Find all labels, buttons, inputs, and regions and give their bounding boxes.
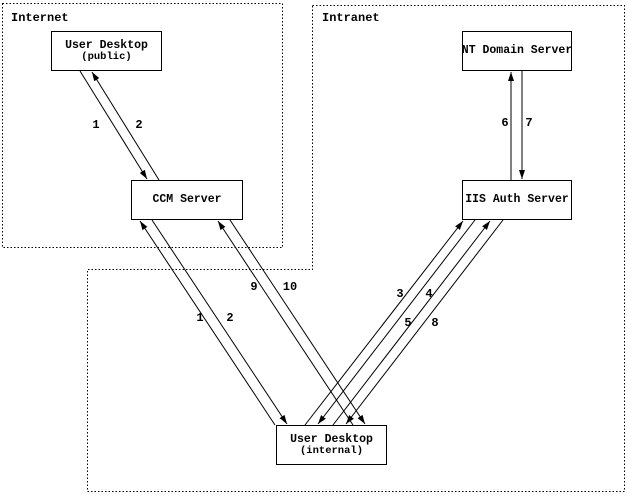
step-label-2-internal: 2 (226, 311, 234, 325)
node-user-desktop-internal: User Desktop (internal) (276, 425, 387, 465)
step-label-3: 3 (396, 287, 404, 301)
node-nt-domain-server: NT Domain Server (462, 31, 572, 71)
arrow-4-iis-to-internal-desktop (317, 219, 476, 425)
intranet-region-outline (87, 5, 625, 492)
node-title: CCM Server (152, 193, 222, 206)
step-label-7: 7 (525, 116, 533, 130)
arrow-2-ccm-to-public-desktop (91, 71, 160, 181)
node-title: User Desktop (290, 432, 373, 446)
node-subtitle: (internal) (299, 444, 363, 457)
step-label-5: 5 (404, 316, 412, 330)
node-title: IIS Auth Server (465, 193, 569, 206)
step-label-9: 9 (250, 280, 258, 294)
node-iis-auth-server: IIS Auth Server (462, 180, 572, 220)
node-ccm-server: CCM Server (131, 180, 243, 220)
internet-region-label: Internet (11, 11, 69, 25)
node-title: NT Domain Server (461, 44, 573, 57)
step-label-1-internal: 1 (196, 311, 204, 325)
internet-region-outline (2, 3, 283, 248)
arrow-10-ccm-to-internal-desktop (229, 219, 366, 425)
step-label-1-public: 1 (92, 118, 100, 132)
step-label-2-public: 2 (135, 118, 143, 132)
arrow-9-internal-desktop-to-ccm (217, 220, 354, 426)
node-subtitle: (public) (81, 50, 132, 63)
arrow-5-internal-desktop-to-iis (332, 220, 491, 426)
node-user-desktop-public: User Desktop (public) (51, 31, 162, 71)
node-title: User Desktop (65, 38, 148, 52)
step-label-10: 10 (282, 280, 298, 294)
arrow-1-public-desktop-to-ccm (79, 70, 148, 180)
arrow-3-internal-desktop-to-iis (304, 220, 464, 426)
arrow-1-internal-desktop-to-ccm (139, 220, 276, 426)
arrow-2-ccm-to-internal-desktop (151, 219, 288, 425)
intranet-region-label: Intranet (322, 11, 380, 25)
step-label-8: 8 (431, 316, 439, 330)
arrow-8-iis-to-internal-desktop (345, 219, 504, 425)
step-label-4: 4 (425, 287, 433, 301)
step-label-6: 6 (501, 116, 509, 130)
